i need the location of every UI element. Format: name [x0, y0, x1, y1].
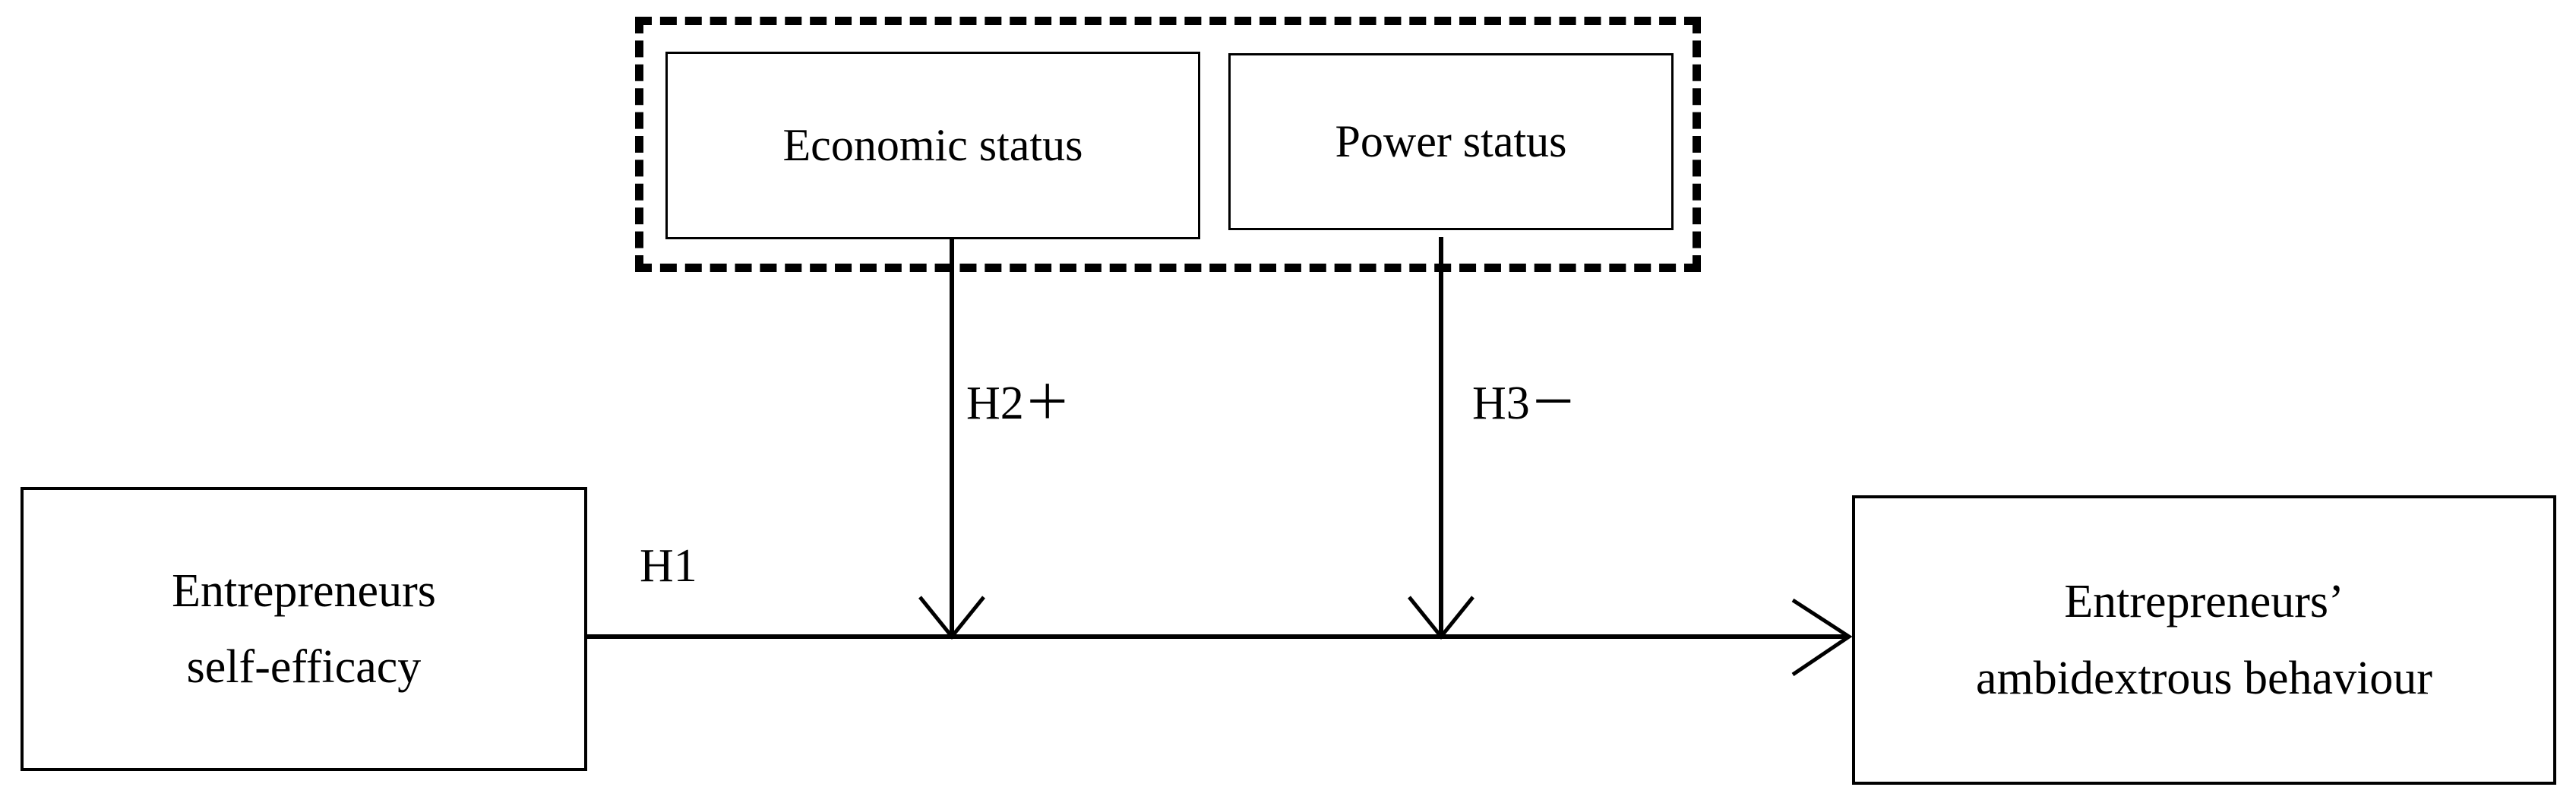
edge-label-h3: H3－ [1472, 378, 1577, 429]
node-entrepreneurs-self-efficacy[interactable]: Entrepreneurs self-efficacy [21, 487, 587, 771]
node-power-status-label: Power status [1335, 115, 1567, 166]
edge-label-h1: H1 [640, 540, 697, 592]
node-ambidextrous-line-2: ambidextrous behaviour [1976, 652, 2432, 704]
edge-h1-arrowhead [1791, 598, 1853, 677]
node-self-efficacy-line-1: Entrepreneurs [172, 564, 436, 617]
edge-h2-arrow [918, 239, 985, 640]
node-power-status[interactable]: Power status [1228, 53, 1674, 230]
node-self-efficacy-line-2: self-efficacy [186, 641, 422, 693]
edge-h3-arrow [1408, 237, 1474, 640]
node-ambidextrous-line-1: Entrepreneurs’ [2064, 576, 2344, 628]
edge-h1-arrow [587, 598, 1853, 677]
moderator-group-dashed-container [635, 17, 1701, 272]
edge-h3-arrowhead [1408, 596, 1474, 640]
node-entrepreneurs-ambidextrous-behaviour[interactable]: Entrepreneurs’ ambidextrous behaviour [1852, 495, 2556, 785]
edge-label-h2: H2＋ [966, 378, 1071, 429]
node-economic-status-label: Economic status [782, 119, 1083, 170]
edge-h2-arrowhead [918, 596, 985, 640]
node-economic-status[interactable]: Economic status [665, 52, 1200, 239]
